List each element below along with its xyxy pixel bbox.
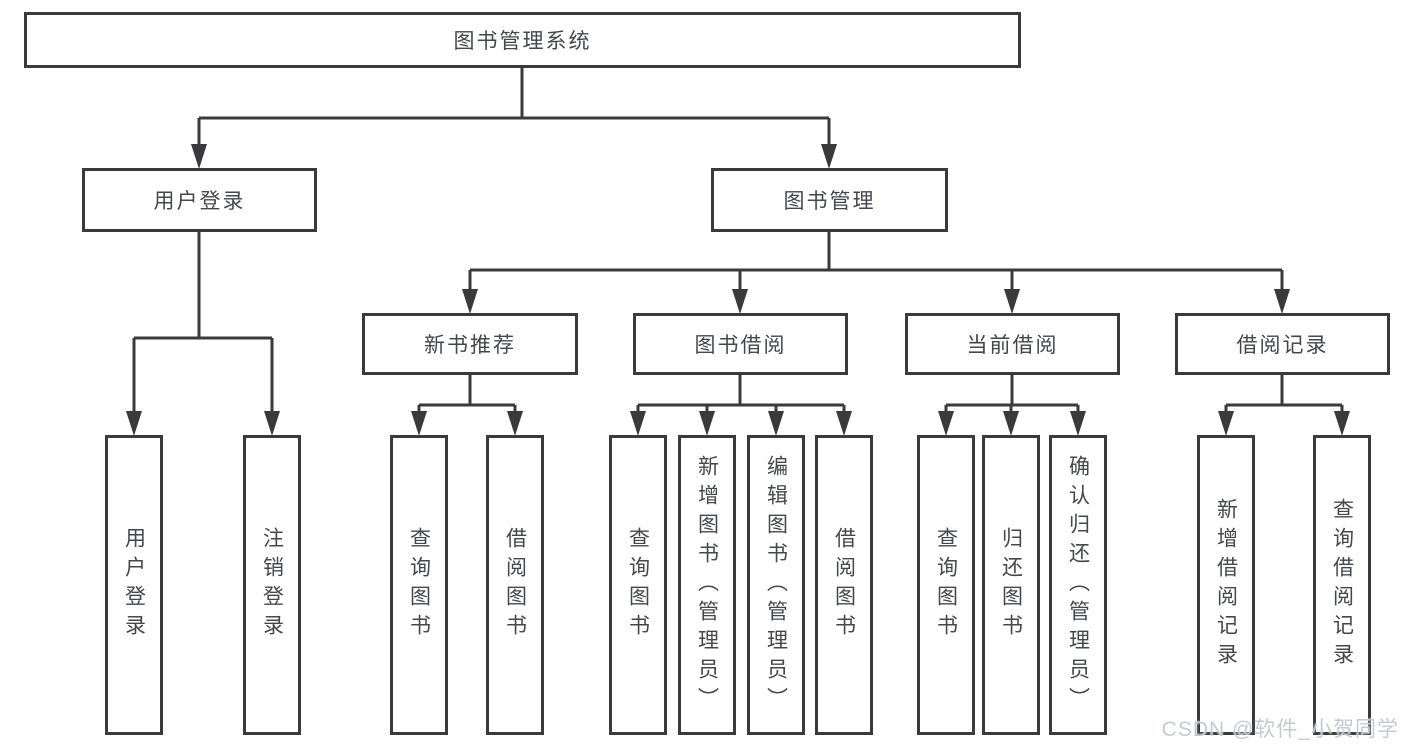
leaf-borrow-book-newbook-label: 借阅图书: [503, 527, 527, 643]
node-user-login-label: 用户登录: [153, 190, 246, 213]
leaf-confirm-return-admin: 确认归还（管理员）: [1049, 435, 1107, 735]
leaf-logout: 注销登录: [243, 435, 301, 735]
leaf-add-borrow-record-label: 新增借阅记录: [1214, 498, 1238, 672]
csdn-watermark: CSDN @软件_小贺同学: [1161, 718, 1399, 741]
leaf-query-book-borrow-label: 查询图书: [626, 527, 650, 643]
leaf-query-book-borrow: 查询图书: [609, 435, 667, 735]
leaf-query-book-current: 查询图书: [917, 435, 975, 735]
node-root-label: 图书管理系统: [453, 30, 592, 53]
leaf-query-borrow-record-label: 查询借阅记录: [1330, 498, 1354, 672]
node-borrow-record-label: 借阅记录: [1236, 334, 1329, 357]
leaf-borrow-book-newbook: 借阅图书: [486, 435, 544, 735]
leaf-return-book-label: 归还图书: [999, 527, 1023, 643]
leaf-add-book-admin: 新增图书（管理员）: [678, 435, 736, 735]
leaf-edit-book-admin-label: 编辑图书（管理员）: [764, 454, 788, 716]
node-new-book-rec-label: 新书推荐: [424, 334, 516, 357]
leaf-logout-label: 注销登录: [260, 527, 284, 643]
node-user-login: 用户登录: [82, 168, 317, 232]
node-book-mgmt-label: 图书管理: [783, 190, 876, 213]
leaf-user-login: 用户登录: [105, 435, 163, 735]
node-book-borrow: 图书借阅: [633, 313, 848, 375]
leaf-borrow-book: 借阅图书: [815, 435, 873, 735]
leaf-return-book: 归还图书: [982, 435, 1040, 735]
leaf-query-book-current-label: 查询图书: [934, 527, 958, 643]
leaf-borrow-book-label: 借阅图书: [832, 527, 856, 643]
leaf-add-book-admin-label: 新增图书（管理员）: [695, 454, 719, 716]
leaf-add-borrow-record: 新增借阅记录: [1197, 435, 1255, 735]
leaf-user-login-label: 用户登录: [122, 527, 146, 643]
node-current-borrow-label: 当前借阅: [966, 334, 1059, 357]
leaf-query-book-newbook-label: 查询图书: [407, 527, 431, 643]
leaf-query-borrow-record: 查询借阅记录: [1313, 435, 1371, 735]
node-new-book-rec: 新书推荐: [362, 313, 578, 375]
leaf-edit-book-admin: 编辑图书（管理员）: [747, 435, 805, 735]
leaf-query-book-newbook: 查询图书: [390, 435, 448, 735]
node-borrow-record: 借阅记录: [1175, 313, 1390, 375]
node-current-borrow: 当前借阅: [905, 313, 1120, 375]
leaf-confirm-return-admin-label: 确认归还（管理员）: [1066, 454, 1090, 716]
node-book-borrow-label: 图书借阅: [694, 334, 787, 357]
node-book-mgmt: 图书管理: [711, 168, 948, 232]
node-root: 图书管理系统: [24, 12, 1021, 68]
